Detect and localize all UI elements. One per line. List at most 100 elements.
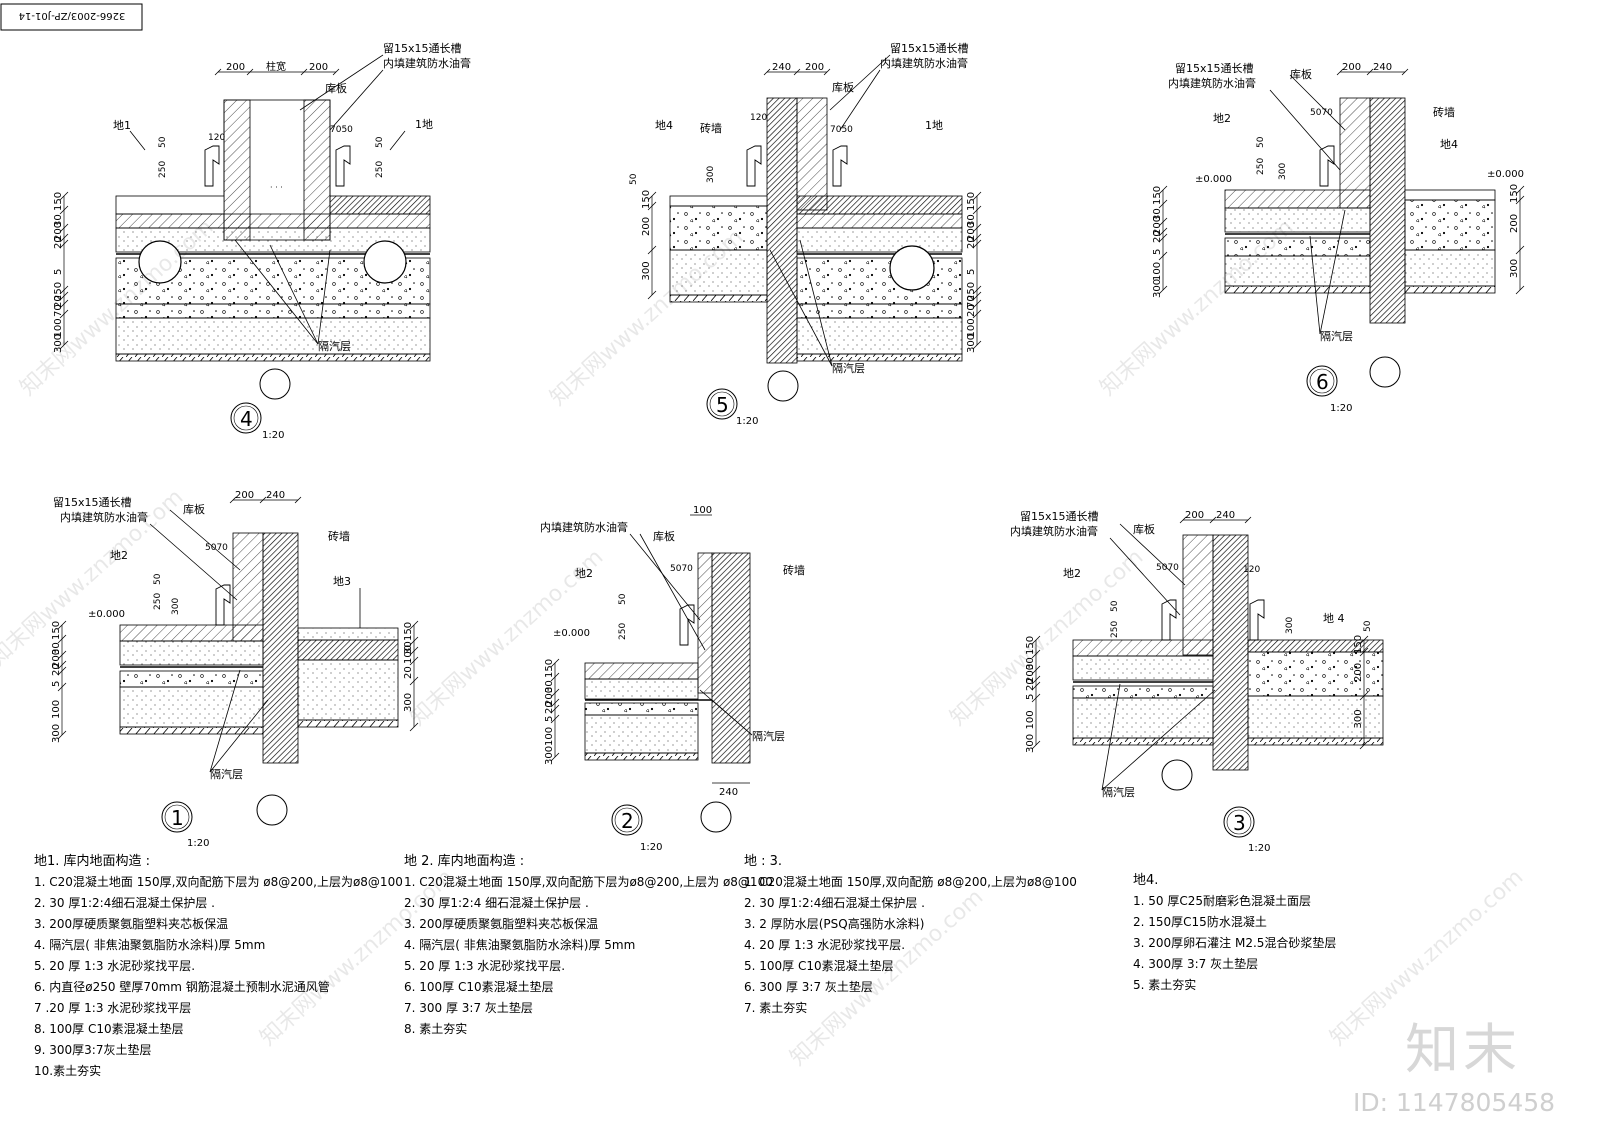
cold-panel-vertical <box>697 552 713 694</box>
dimension-label: 200 <box>1342 62 1361 73</box>
dimension-tick <box>1158 185 1168 195</box>
detail-scale: 1:20 <box>187 838 209 849</box>
note-item: 4. 300厚 3:7 灰土垫层 <box>1133 957 1259 971</box>
note-block-1: 地1. 库内地面构造 : 1. C20混凝土地面 150厚,双向配筋下层为 ø8… <box>34 851 403 1082</box>
label-vapor: 隔汽层 <box>1320 329 1353 343</box>
label-floor-right: 1地 <box>925 119 943 132</box>
concrete-base-layer <box>796 303 963 319</box>
detail-bubble <box>706 388 738 420</box>
dimension-label: 200 <box>805 62 824 73</box>
dimension-tick <box>409 722 419 732</box>
note-item: 9. 300厚3:7灰土垫层 <box>34 1043 152 1057</box>
concrete-base-layer <box>1072 685 1214 699</box>
ground-hatch <box>297 719 399 728</box>
dimension-tick <box>300 68 308 76</box>
dimension-label: 200 <box>1185 510 1204 521</box>
dimension-tick <box>246 68 254 76</box>
dimension-label: 20 <box>403 666 414 679</box>
reference-circle <box>767 370 799 402</box>
dimension-tick <box>1031 740 1041 750</box>
note-item: 6. 300 厚 3:7 灰土垫层 <box>744 980 873 994</box>
label-brick: 砖墙 <box>700 121 722 135</box>
note-title: 地 : 3. <box>744 854 783 869</box>
insulation-layer <box>119 640 264 666</box>
note-item: 1. C20混凝土地面 150厚,双向配筋下层为 ø8@200,上层为ø8@10… <box>34 875 403 889</box>
dimension-small: 50 <box>629 173 639 185</box>
label-vapor: 隔汽层 <box>832 361 865 375</box>
floor-right-top <box>297 627 399 641</box>
detail-number: 6 <box>1316 370 1329 394</box>
label-mastic: 内填建筑防水油膏 <box>1010 524 1098 538</box>
leader-line <box>1109 537 1181 616</box>
label-floor-left: 地2 <box>575 567 593 580</box>
dimension-label: 240 <box>1216 510 1235 521</box>
dimension-small: 300 <box>1285 617 1295 634</box>
dimension-label: 200 <box>1353 663 1364 682</box>
dimension-tick <box>972 299 982 309</box>
dimension-tick <box>1515 285 1525 295</box>
leader-line <box>317 249 331 345</box>
lime-soil-layer <box>1072 697 1214 739</box>
leader-line <box>234 239 319 345</box>
detail-number: 2 <box>621 809 634 833</box>
ground-hatch <box>119 726 264 735</box>
note-item: 3. 2 厚防水层(PSQ高强防水涂料) <box>744 917 925 931</box>
floor-slab <box>119 624 264 642</box>
label-floor-left: 地1 <box>113 119 131 132</box>
dimension-label: 240 <box>772 62 791 73</box>
dimension-tick <box>294 496 302 504</box>
note-title: 地 2. 库内地面构造 : <box>404 854 525 869</box>
dimension-small: 250 <box>375 161 385 178</box>
dimension-tick <box>1031 635 1041 645</box>
gutter-profile <box>679 604 695 646</box>
leader-line <box>1101 689 1216 791</box>
label-vapor: 隔汽层 <box>1102 785 1135 799</box>
dimension-tick <box>647 191 657 201</box>
stamp-box <box>0 3 143 31</box>
floor-slab <box>1224 189 1371 209</box>
dimension-tick <box>1179 516 1187 524</box>
leader-line <box>1119 523 1186 586</box>
dimension-tick <box>409 636 419 646</box>
dimension-small: 300 <box>706 166 716 183</box>
brick-wall <box>1369 97 1406 324</box>
gutter-profile <box>1161 599 1177 641</box>
note-item: 2. 30 厚1:2:4细石混凝土保护层 . <box>34 896 215 910</box>
note-title: 地1. 库内地面构造 : <box>34 854 151 869</box>
dimension-label: 20 <box>53 295 64 308</box>
dimension-label: 300 <box>1152 279 1163 298</box>
dimension-small: 50 <box>153 573 163 585</box>
dimension-label: 300 <box>51 724 62 743</box>
dimension-label: 150 <box>1509 184 1520 203</box>
column-texture: · · · <box>270 183 283 192</box>
dimension-label: 20 <box>966 236 977 249</box>
dimension-tick <box>59 291 69 301</box>
label-kuban: 库板 <box>653 529 675 543</box>
dimension-label: 300 <box>544 746 555 765</box>
note-item: 2. 30 厚1:2:4细石混凝土保护层 . <box>744 896 925 910</box>
detail-bubble-inner <box>1226 809 1252 835</box>
note-item: 6. 内直径ø250 壁厚70mm 钢筋混凝土预制水泥通风管 <box>34 980 330 994</box>
gutter-profile <box>204 145 220 187</box>
dimension-tick <box>59 239 69 249</box>
dimension-tick <box>972 285 982 295</box>
detail-bubble <box>161 801 193 833</box>
dimension-small: 50 <box>1363 620 1373 632</box>
dimension-tick <box>763 68 771 76</box>
note-item: 8. 100厚 C10素混凝土垫层 <box>34 1022 184 1036</box>
dimension-label: 250 <box>966 282 977 301</box>
dimension-tick <box>57 730 67 740</box>
dimension-small: 50 <box>618 593 628 605</box>
dimension-label: 300 <box>641 261 652 280</box>
dimension-tick <box>1515 195 1525 205</box>
detail-bubble-inner <box>614 807 640 833</box>
dimension-tick <box>550 658 560 668</box>
dimension-label: 20 <box>1025 678 1036 691</box>
dimension-tick <box>1031 693 1041 703</box>
note-item: 5. 素土夯实 <box>1133 978 1197 992</box>
label-mastic: 内填建筑防水油膏 <box>1168 76 1256 90</box>
leader-line <box>629 533 701 621</box>
detail-bubble-inner <box>1309 368 1335 394</box>
